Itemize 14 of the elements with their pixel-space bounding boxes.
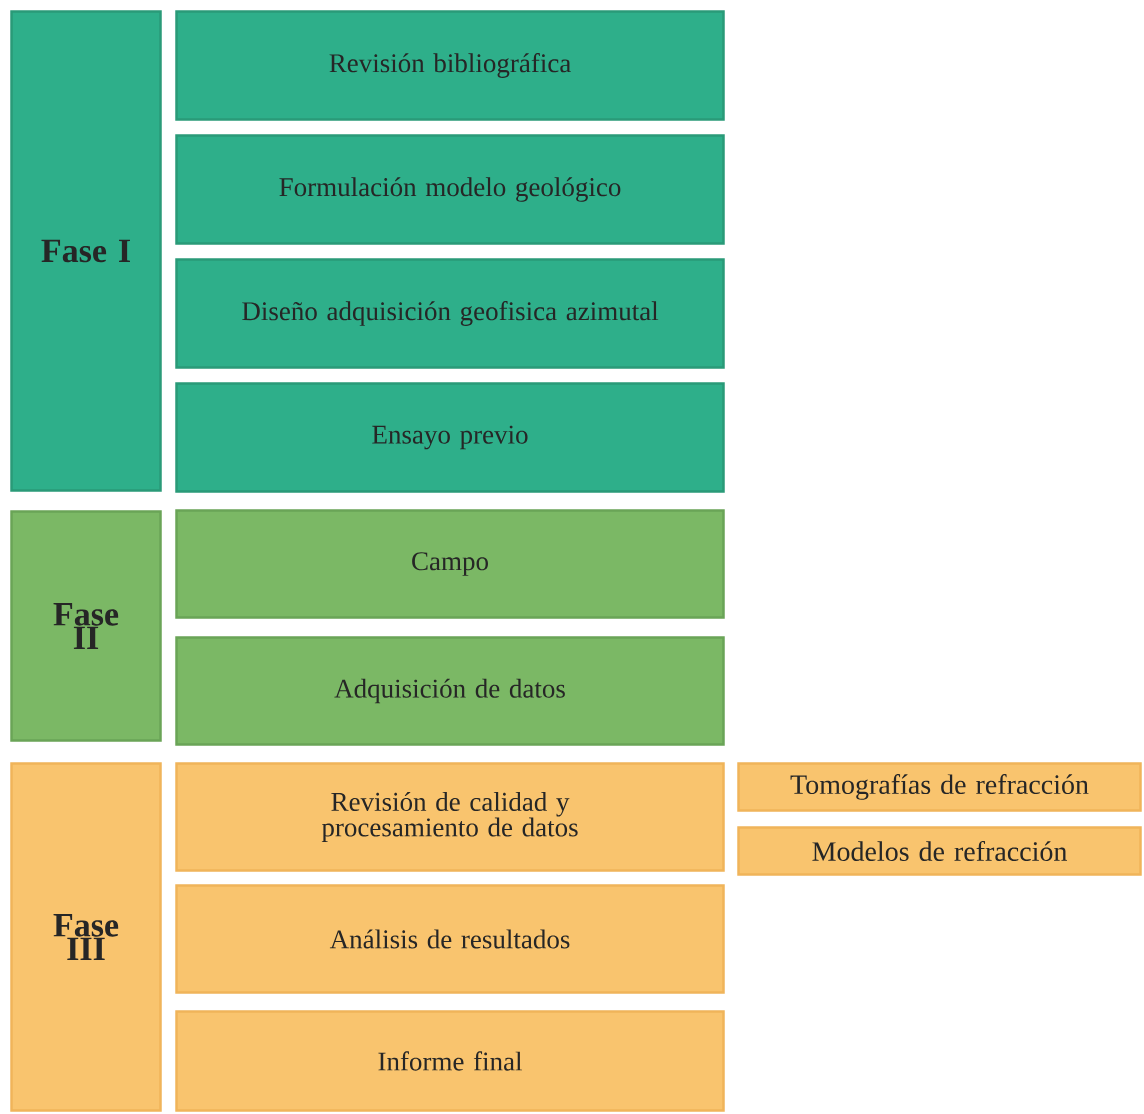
phase-box: Fase III <box>10 762 162 1112</box>
phase-box: Fase II <box>10 510 162 742</box>
task-box: Revisión bibliográfica <box>175 10 725 121</box>
task-box: Campo <box>175 509 725 619</box>
task-box: Adquisición de datos <box>175 636 725 746</box>
task-box: Análisis de resultados <box>175 884 725 994</box>
task-box: Diseño adquisición geofisica azimutal <box>175 258 725 369</box>
task-box: Informe final <box>175 1010 725 1112</box>
task-box: Ensayo previo <box>175 382 725 493</box>
result-box: Modelos de refracción <box>737 826 1142 876</box>
result-box: Tomografías de refracción <box>737 762 1142 812</box>
phase-box: Fase I <box>10 10 162 492</box>
task-box: Formulación modelo geológico <box>175 134 725 245</box>
task-box: Revisión de calidad y procesamiento de datos <box>175 762 725 872</box>
